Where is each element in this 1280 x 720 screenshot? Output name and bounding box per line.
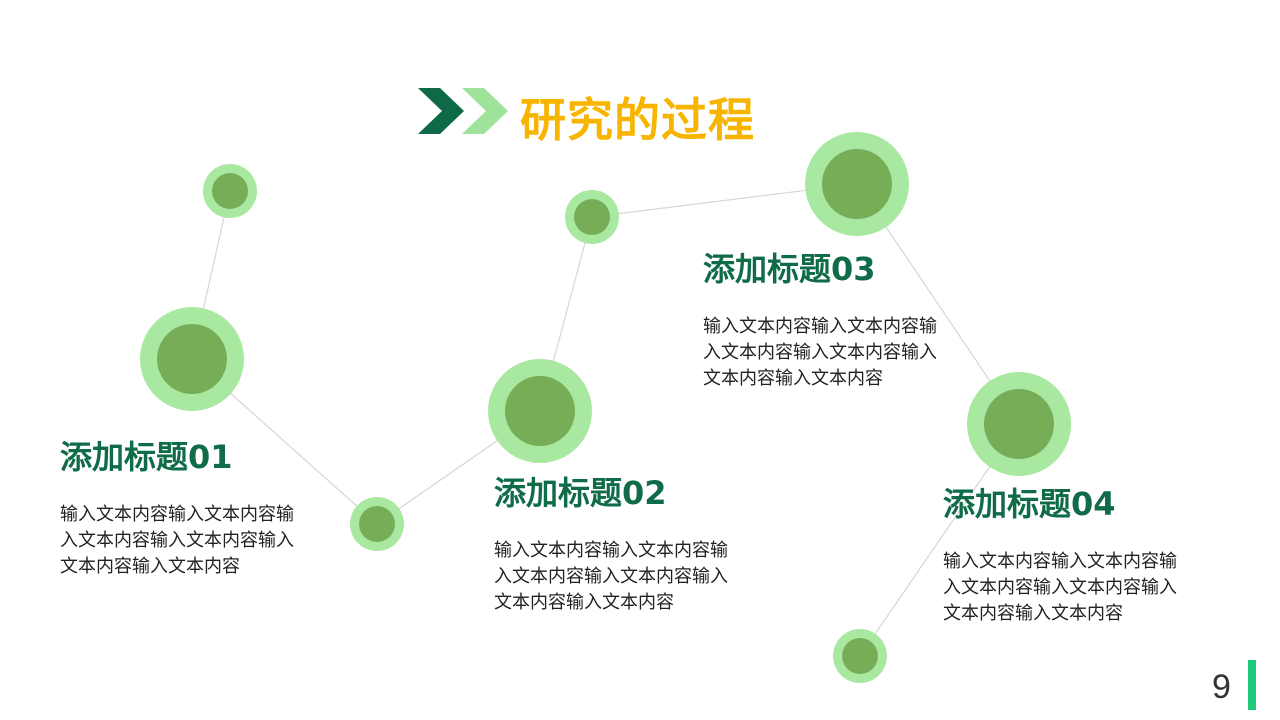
slide-title: 研究的过程	[520, 93, 755, 147]
node-circle	[203, 164, 257, 218]
node-circle	[488, 359, 592, 463]
page-accent-bar	[1248, 660, 1256, 710]
item-body: 输入文本内容输入文本内容输入文本内容输入文本内容输入文本内容输入文本内容	[703, 316, 937, 389]
item-heading: 添加标题03	[703, 250, 876, 288]
item-body: 输入文本内容输入文本内容输入文本内容输入文本内容输入文本内容输入文本内容	[494, 540, 728, 613]
page-number: 9	[1212, 668, 1231, 706]
item-heading: 添加标题02	[494, 474, 667, 512]
item-block-2: 添加标题02 输入文本内容输入文本内容输入文本内容输入文本内容输入文本内容输入文…	[494, 468, 734, 616]
node-circle	[833, 629, 887, 683]
chevron-icon	[418, 88, 508, 134]
node-circle	[805, 132, 909, 236]
item-block-1: 添加标题01 输入文本内容输入文本内容输入文本内容输入文本内容输入文本内容输入文…	[60, 432, 300, 580]
node-circle	[140, 307, 244, 411]
item-body: 输入文本内容输入文本内容输入文本内容输入文本内容输入文本内容输入文本内容	[943, 551, 1177, 624]
node-circle	[565, 190, 619, 244]
item-heading: 添加标题01	[60, 438, 233, 476]
item-heading: 添加标题04	[943, 485, 1116, 523]
node-circle	[350, 497, 404, 551]
item-body: 输入文本内容输入文本内容输入文本内容输入文本内容输入文本内容输入文本内容	[60, 504, 294, 577]
item-block-3: 添加标题03 输入文本内容输入文本内容输入文本内容输入文本内容输入文本内容输入文…	[703, 244, 943, 392]
item-block-4: 添加标题04 输入文本内容输入文本内容输入文本内容输入文本内容输入文本内容输入文…	[943, 479, 1183, 627]
node-circle	[967, 372, 1071, 476]
